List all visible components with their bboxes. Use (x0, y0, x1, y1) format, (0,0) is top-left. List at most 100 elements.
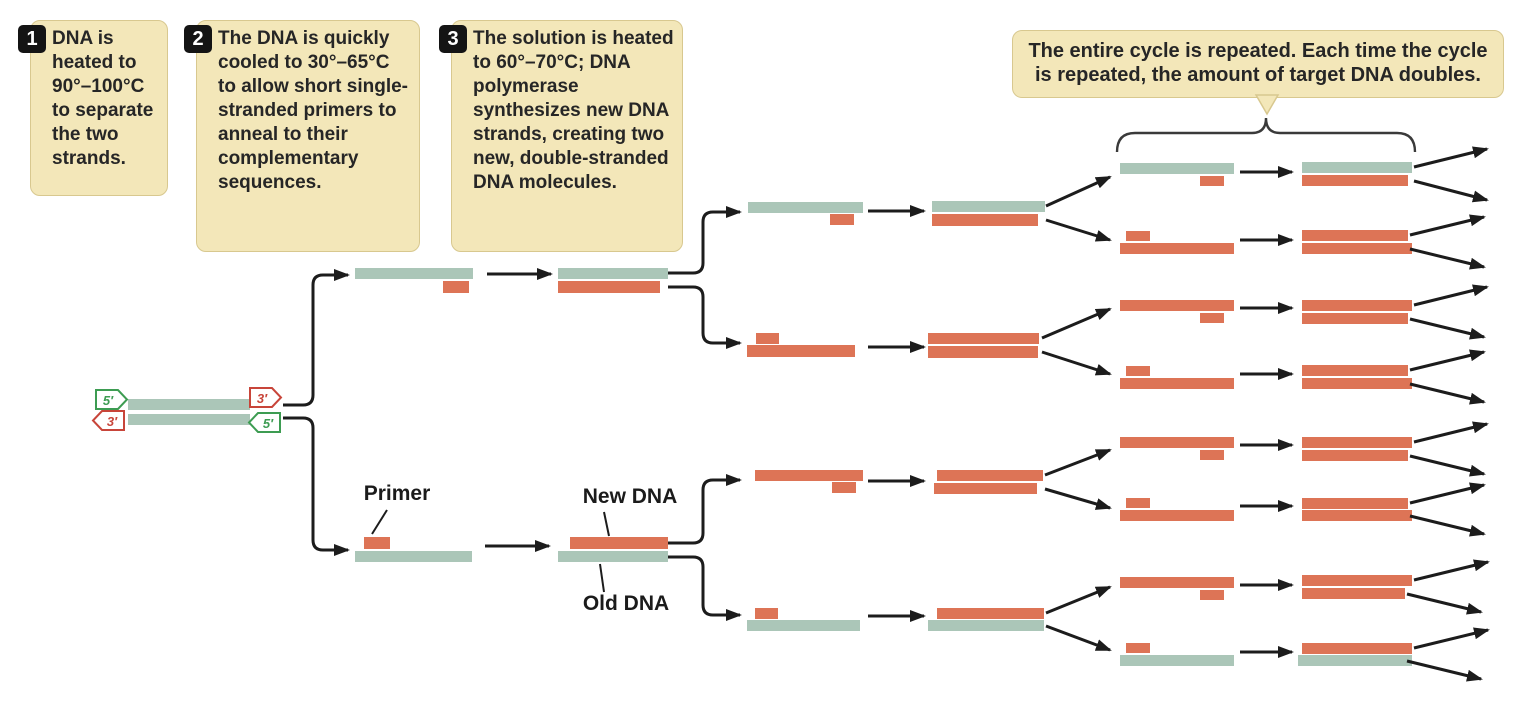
strand-end-tag (95, 389, 129, 410)
repeat-cycle-note-text: The entire cycle is repeated. Each time … (1028, 40, 1488, 86)
dna-strand-new (558, 281, 660, 293)
primer-block (1200, 176, 1224, 186)
fork-arrow-down (668, 285, 742, 349)
split-arrow (1045, 175, 1112, 208)
new-dna-label: New DNA (582, 485, 678, 508)
callout-step-2: 2 The DNA is quickly cooled to 30°–65°C … (184, 20, 420, 252)
dna-strand-new (1120, 577, 1234, 588)
split-arrow (1041, 307, 1112, 340)
fork-arrow-down (283, 416, 350, 556)
dna-strand-old (355, 551, 472, 562)
strand-end-tag (247, 412, 281, 433)
primer-block (1126, 643, 1150, 653)
split-arrow (1044, 487, 1112, 510)
split-arrow (1045, 585, 1112, 615)
cycle-brace (1115, 117, 1417, 153)
split-arrow (1409, 514, 1486, 537)
primer-label: Primer (363, 482, 431, 505)
split-arrow (1409, 214, 1486, 237)
label-leader-line (371, 509, 388, 535)
dna-strand-old (932, 201, 1045, 212)
split-arrow (1409, 247, 1486, 270)
primer-block (756, 333, 779, 344)
split-arrow (1041, 350, 1112, 376)
old-dna-label: Old DNA (582, 592, 670, 615)
primer-block (1200, 313, 1224, 323)
dna-strand-new (1120, 243, 1234, 254)
dna-strand-old (128, 414, 250, 425)
dna-strand-new (1120, 510, 1234, 521)
primer-block (832, 482, 856, 493)
dna-strand-new (1302, 365, 1408, 376)
note-tail (1254, 94, 1280, 116)
dna-strand-old (748, 202, 863, 213)
dna-strand-old (1120, 163, 1234, 174)
step-1-number-badge: 1 (18, 25, 46, 53)
dna-strand-new (937, 470, 1043, 481)
dna-strand-old (128, 399, 250, 410)
strand-end-label: 5′ (263, 416, 274, 431)
dna-strand-new (1302, 175, 1408, 186)
primer-block (755, 608, 778, 619)
split-arrow (1045, 218, 1112, 242)
dna-strand-new (1302, 300, 1412, 311)
dna-strand-old (1120, 655, 1234, 666)
split-arrow (1406, 592, 1483, 615)
strand-end-tag (91, 410, 125, 431)
dna-strand-old (747, 620, 860, 631)
fork-arrow-up (283, 269, 350, 407)
primer-block (1200, 590, 1224, 600)
strand-end-label: 3′ (257, 391, 268, 406)
dna-strand-new (1302, 313, 1408, 324)
primer-block (1126, 231, 1150, 241)
split-arrow (1413, 559, 1490, 582)
dna-strand-new (928, 346, 1038, 358)
dna-strand-new (1302, 575, 1412, 586)
strand-end-label: 3′ (107, 414, 118, 429)
dna-strand-new (570, 537, 668, 549)
split-arrow (1413, 421, 1489, 444)
primer-block (364, 537, 390, 549)
dna-strand-new (934, 483, 1037, 494)
dna-strand-new (1302, 498, 1408, 509)
split-arrow (1409, 482, 1486, 505)
dna-strand-new (1302, 378, 1412, 389)
dna-strand-new (1302, 450, 1408, 461)
callout-step-1: 1 DNA is heated to 90°–100°C to separate… (18, 20, 168, 196)
split-arrow (1409, 454, 1486, 477)
dna-strand-new (1120, 437, 1234, 448)
dna-strand-new (1302, 243, 1412, 254)
strand-end-label: 5′ (103, 393, 114, 408)
split-arrow (1413, 146, 1489, 169)
split-arrow (1406, 659, 1483, 682)
dna-strand-old (1302, 162, 1412, 173)
dna-strand-new (747, 345, 855, 357)
step-2-number-badge: 2 (184, 25, 212, 53)
callout-step-3: 3 The solution is heated to 60°–70°C; DN… (439, 20, 683, 252)
dna-strand-new (1302, 437, 1412, 448)
primer-block (1126, 366, 1150, 376)
step-1-text: DNA is heated to 90°–100°C to separate t… (52, 28, 154, 169)
dna-strand-old (558, 551, 668, 562)
dna-strand-new (1302, 230, 1408, 241)
split-arrow (1409, 349, 1486, 372)
split-arrow (1413, 627, 1490, 650)
primer-block (830, 214, 854, 225)
dna-strand-new (1302, 643, 1412, 654)
dna-strand-new (755, 470, 863, 481)
dna-strand-new (1302, 588, 1405, 599)
dna-strand-old (355, 268, 473, 279)
strand-end-tag (249, 387, 283, 408)
dna-strand-new (1120, 378, 1234, 389)
split-arrow (1409, 382, 1486, 405)
label-leader-line (599, 563, 605, 593)
split-arrow (1409, 317, 1486, 340)
primer-block (1126, 498, 1150, 508)
dna-strand-new (1302, 510, 1412, 521)
label-leader-line (603, 511, 610, 537)
split-arrow (1045, 624, 1112, 652)
dna-strand-old (558, 268, 668, 279)
fork-arrow-down (668, 555, 742, 621)
fork-arrow-up (668, 474, 742, 545)
